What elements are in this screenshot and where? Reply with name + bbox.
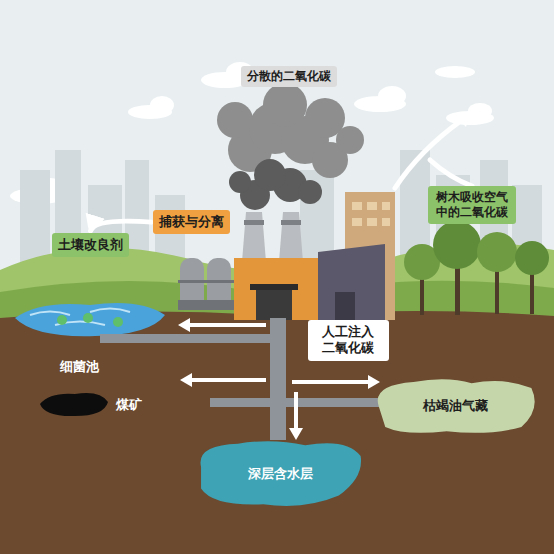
- title-box: 分散的二氧化碳: [241, 66, 337, 87]
- connector-arrow: [91, 221, 152, 231]
- process-box: 人工注入 二氧化碳: [308, 320, 389, 361]
- trees: [404, 221, 549, 315]
- node-text: 枯竭油气藏: [423, 398, 488, 414]
- process-box: 土壤改良剂: [52, 233, 129, 257]
- ground: [0, 311, 554, 554]
- node-text: 分散的二氧化碳: [247, 69, 331, 84]
- warehouse: [318, 244, 385, 320]
- coal-seam: [40, 393, 108, 416]
- process-box: 树木吸收空气 中的二氧化碳: [428, 186, 516, 224]
- part-label: 煤矿: [116, 396, 142, 414]
- part-label: 细菌池: [60, 358, 99, 376]
- factory: [234, 258, 320, 320]
- node-text: 树木吸收空气 中的二氧化碳: [434, 190, 510, 220]
- bacteria-pool: [15, 303, 165, 336]
- node-text: 土壤改良剂: [58, 237, 123, 253]
- smoke: [217, 83, 364, 178]
- smoke: [229, 159, 322, 210]
- pipe: [100, 318, 384, 440]
- process-box: 捕获与分离: [153, 210, 230, 234]
- chimney: [242, 212, 266, 262]
- reservoir-shape: 枯竭油气藏: [372, 376, 538, 436]
- arrowhead: [456, 112, 470, 127]
- aquifer-shape: 深层含水层: [196, 438, 364, 510]
- node-text: 捕获与分离: [159, 214, 224, 230]
- chimney: [279, 212, 303, 262]
- node-text: 深层含水层: [248, 466, 313, 482]
- node-text: 人工注入 二氧化碳: [314, 324, 383, 357]
- storage-tanks: [178, 258, 234, 310]
- absorb-arrow: [395, 120, 472, 188]
- factory-door: [256, 290, 292, 320]
